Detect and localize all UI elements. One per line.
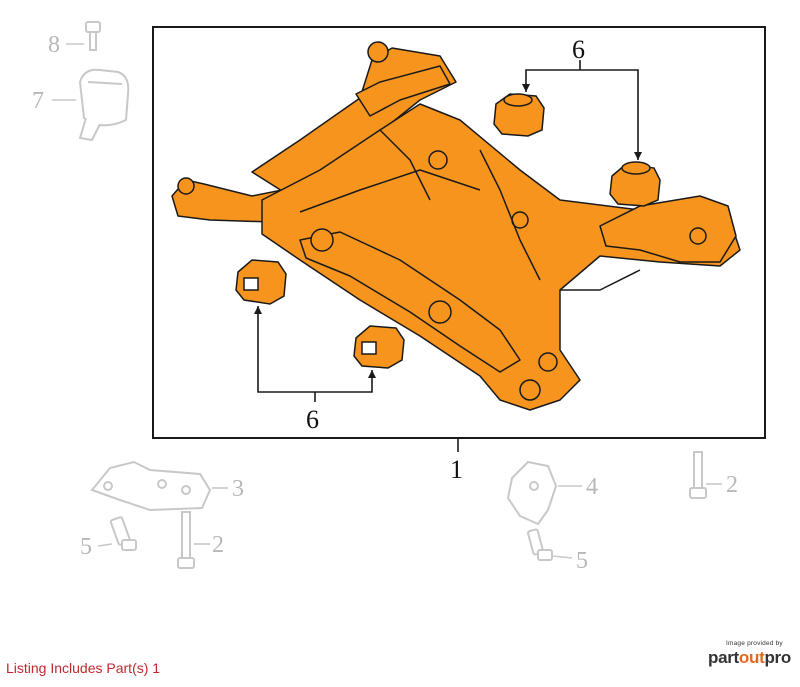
- callout-bolt-right: 2: [726, 472, 738, 498]
- arrowhead: [254, 306, 262, 314]
- rear-subframe[interactable]: [171, 41, 741, 411]
- ghost-leaders: [52, 43, 722, 559]
- ghost-bolt-5-left: [109, 516, 137, 551]
- ghost-bolt-2-right: [689, 451, 707, 499]
- credit-provided-by: Image provided by: [726, 640, 783, 647]
- callout-bracket-right: 4: [586, 474, 598, 500]
- ghost-bolt-2-left: [177, 511, 195, 569]
- brand-out: out: [738, 648, 765, 667]
- assembly-frame: [152, 26, 766, 439]
- ghost-mount-7: [78, 68, 130, 142]
- brand-pro: pro: [764, 648, 791, 667]
- brand-logo: partoutpro: [708, 648, 798, 668]
- callout-main-assembly: 1: [450, 455, 463, 484]
- leaders-bushings-top: [525, 69, 639, 160]
- callout-bolt-left: 2: [212, 532, 224, 558]
- bushing-top-left[interactable]: [493, 93, 545, 137]
- ghost-bolt-5-right: [527, 528, 553, 561]
- bushing-bottom-left[interactable]: [235, 259, 287, 305]
- callout-bushings-top: 6: [572, 35, 585, 64]
- ghost-bracket-3: [90, 460, 212, 512]
- bushing-bottom-right[interactable]: [353, 325, 405, 369]
- callout-bolt-top: 8: [48, 32, 60, 58]
- brand-part: part: [708, 648, 739, 667]
- callout-bolt-small-left: 5: [80, 534, 92, 560]
- callout-bushings-bottom: 6: [306, 405, 319, 434]
- arrowhead: [522, 84, 530, 92]
- ghost-bracket-4: [506, 460, 558, 526]
- callout-mount: 7: [32, 88, 44, 114]
- arrowhead: [368, 370, 376, 378]
- callout-bracket-left: 3: [232, 476, 244, 502]
- arrowhead: [634, 152, 642, 160]
- callout-bolt-small-right: 5: [576, 548, 588, 574]
- partoutpro-credit: Image provided by partoutpro: [708, 640, 798, 668]
- listing-note: Listing Includes Part(s) 1: [6, 660, 161, 676]
- bushing-top-right[interactable]: [609, 161, 661, 207]
- ghost-bolt-8: [85, 21, 101, 51]
